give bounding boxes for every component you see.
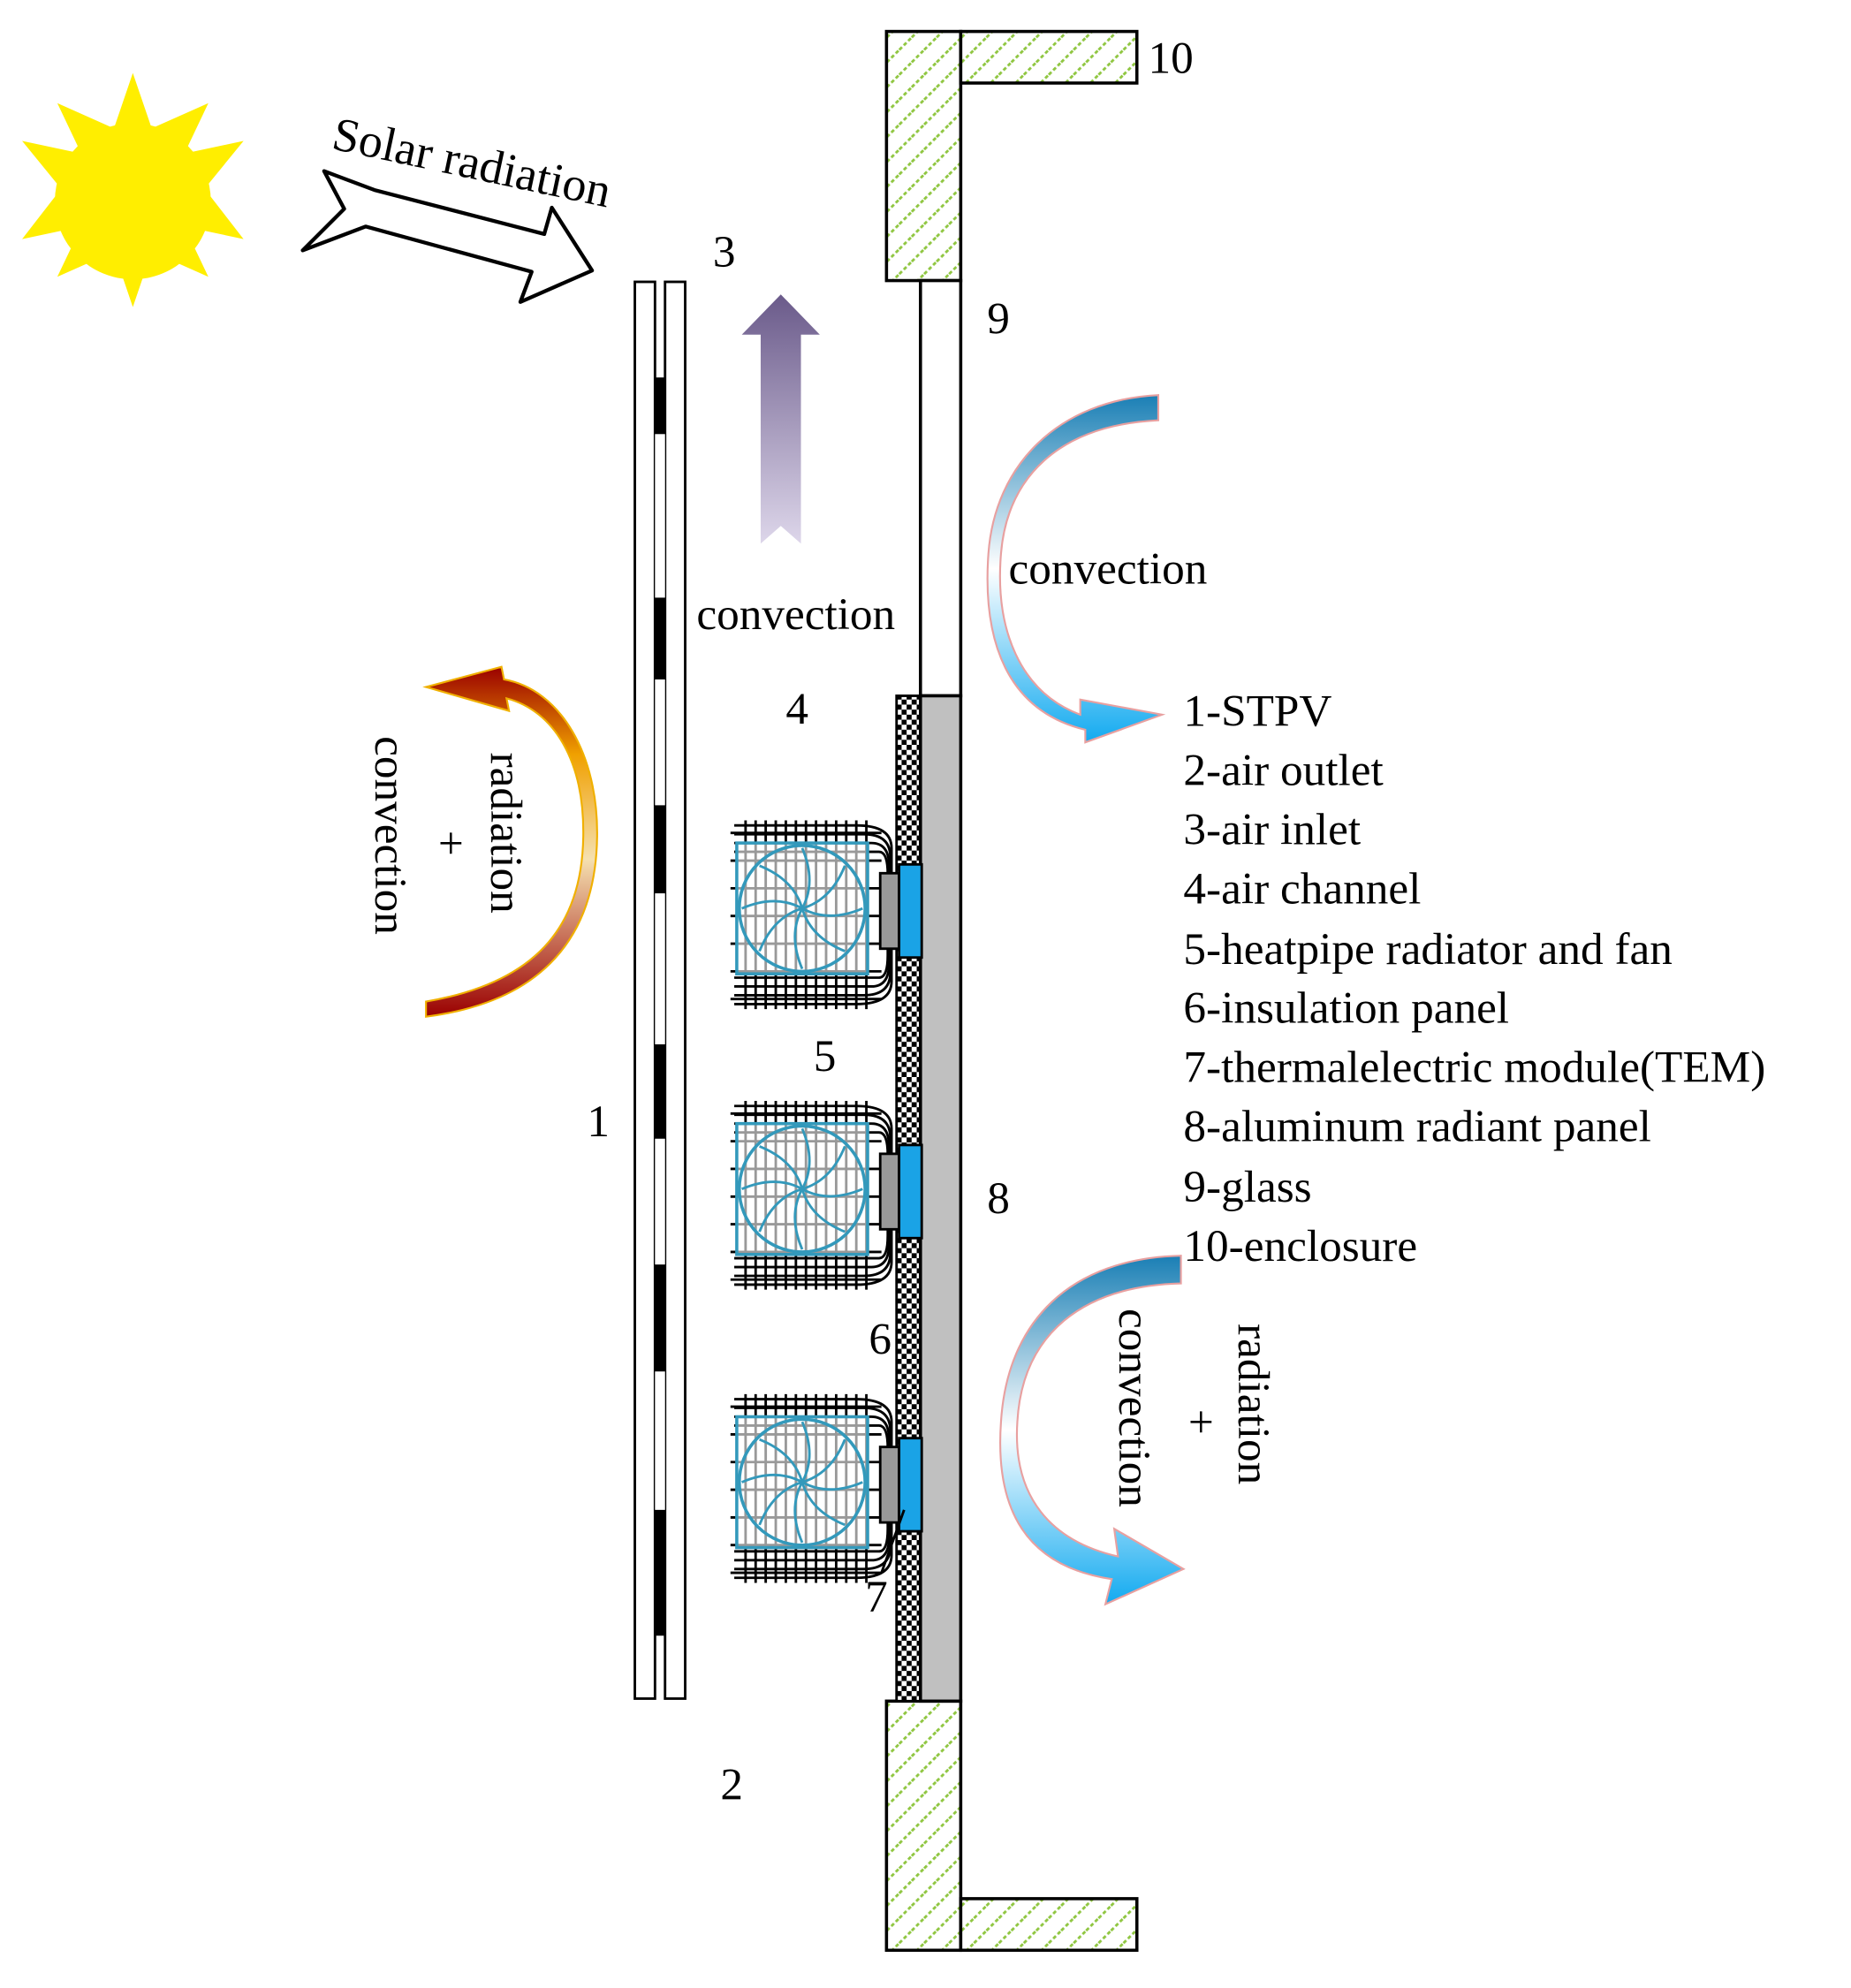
radiator-fan-unit	[730, 1393, 923, 1583]
fan-ring	[737, 1124, 867, 1254]
callout-8: 8	[987, 1173, 1010, 1224]
left-radiation-label: radiation	[481, 753, 531, 914]
radiator-fan-unit	[730, 820, 923, 1010]
thermoelectric-module	[898, 862, 923, 960]
fan-blade	[800, 907, 846, 952]
fan-blade	[800, 1188, 846, 1233]
callout-10: 10	[1149, 34, 1194, 84]
thermoelectric-module	[898, 1143, 923, 1240]
fan-blade	[759, 1145, 804, 1190]
enclosure-bottom	[884, 1699, 1139, 1953]
fan-blade	[741, 1180, 803, 1191]
fan-blade	[758, 1187, 803, 1233]
fan-blade	[801, 1481, 863, 1491]
sun-icon	[22, 72, 244, 307]
tem-base	[878, 871, 901, 951]
callout-9: 9	[987, 293, 1010, 344]
left-plus-label: +	[426, 831, 476, 856]
callout-3: 3	[713, 227, 736, 277]
legend-item: 7-thermalelectric module(TEM)	[1183, 1043, 1765, 1093]
fan-blade	[793, 1481, 804, 1544]
glass-convection-arrow	[986, 394, 1166, 744]
fan-blade	[758, 1481, 803, 1526]
legend-item: 8-aluminum radiant panel	[1183, 1102, 1650, 1152]
callout-7: 7	[865, 1572, 888, 1622]
legend: 1-STPV 2-air outlet 3-air inlet 4-air ch…	[1183, 687, 1765, 1271]
fan-blade	[800, 1127, 811, 1190]
enclosure-top	[884, 29, 1139, 283]
fan-blade	[759, 1438, 804, 1483]
solar-radiation-arrow	[300, 169, 595, 304]
fan-blade	[758, 907, 803, 952]
glass-pane	[919, 278, 963, 698]
fan-blade	[800, 1421, 811, 1483]
legend-item: 3-air inlet	[1183, 805, 1361, 855]
left-convection-label: convection	[365, 736, 415, 935]
callout-7-leader	[880, 1509, 906, 1574]
callout-4: 4	[785, 684, 808, 734]
fan-blade	[759, 864, 804, 909]
convection-up-arrow	[741, 294, 820, 544]
fan-blade	[741, 1474, 803, 1483]
fan-ring	[737, 1417, 867, 1547]
right-convection-label: convection	[1109, 1309, 1159, 1507]
channel-convection-label: convection	[696, 589, 895, 640]
tem-base	[878, 1152, 901, 1231]
right-radiation-label: radiation	[1228, 1324, 1278, 1484]
callout-1: 1	[587, 1096, 610, 1147]
legend-item: 10-enclosure	[1183, 1221, 1417, 1271]
stpv-radiation-convection-arrow	[422, 665, 598, 1018]
tem-base	[878, 1445, 901, 1524]
legend-item: 5-heatpipe radiator and fan	[1183, 924, 1673, 975]
callout-5: 5	[814, 1031, 837, 1081]
legend-item: 6-insulation panel	[1183, 983, 1509, 1034]
legend-item: 2-air outlet	[1183, 746, 1383, 796]
fan-blade	[800, 1482, 846, 1527]
fan-blade	[741, 899, 803, 910]
fan-blade	[801, 907, 863, 917]
fan-blade	[801, 1145, 846, 1191]
fan-ring	[737, 844, 867, 974]
radiator-fan-unit	[730, 1101, 923, 1290]
aluminum-radiant-panel	[919, 694, 963, 1703]
callout-2: 2	[720, 1759, 743, 1810]
fan-blade	[801, 1438, 846, 1483]
legend-item: 9-glass	[1183, 1162, 1311, 1212]
fan-blade	[801, 1187, 863, 1198]
fan-blade	[793, 1188, 804, 1250]
glass-convection-label: convection	[1008, 544, 1207, 595]
right-plus-label: +	[1175, 1409, 1225, 1435]
legend-item: 4-air channel	[1183, 863, 1421, 914]
legend-item: 1-STPV	[1183, 687, 1331, 737]
radiator-units	[730, 820, 923, 1583]
fan-blade	[793, 907, 804, 970]
callout-6: 6	[869, 1314, 891, 1364]
fan-blade	[801, 865, 846, 910]
room-convection-radiation-arrow	[999, 1255, 1186, 1606]
stpv-panel	[633, 280, 687, 1700]
fan-blade	[800, 847, 811, 909]
